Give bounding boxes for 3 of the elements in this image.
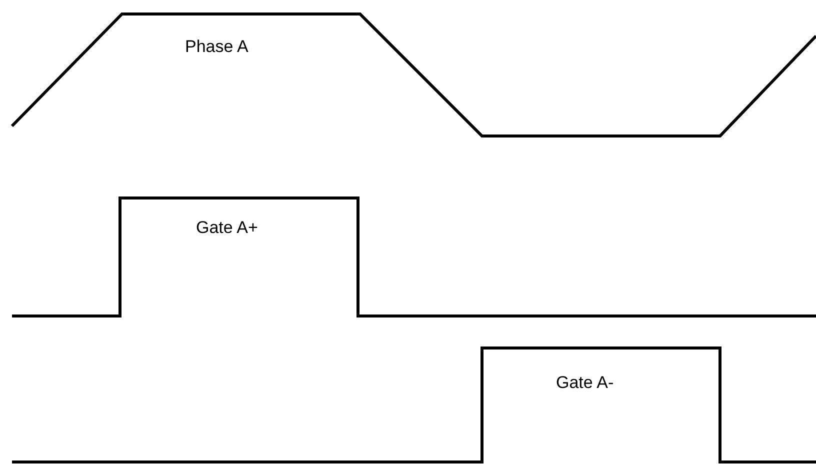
waveform-label: Gate A- (556, 373, 614, 393)
waveform-label: Phase A (185, 37, 248, 57)
waveform-label: Gate A+ (196, 218, 258, 238)
